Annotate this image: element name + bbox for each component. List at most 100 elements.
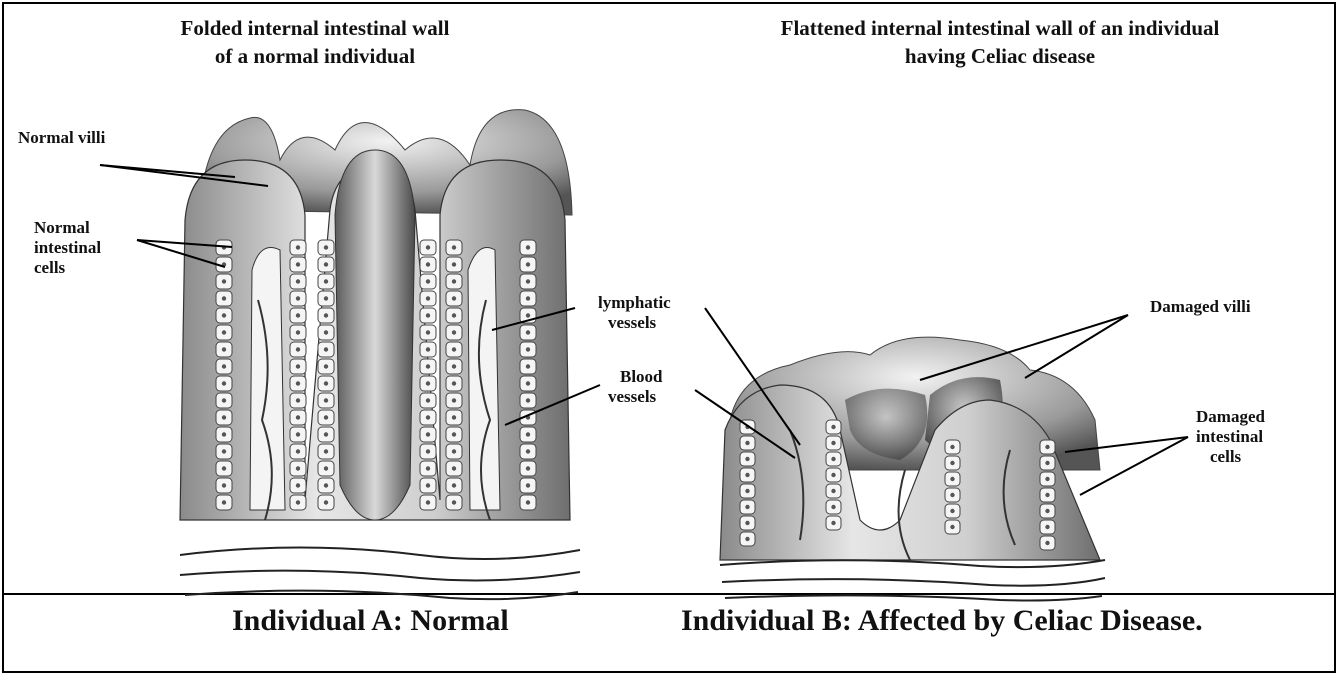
cell-nucleus (222, 398, 226, 402)
cell-nucleus (324, 347, 328, 351)
label-normal-cells-line3: cells (34, 258, 101, 278)
cell-nucleus (426, 347, 430, 351)
label-lymphatic-line2: vessels (598, 313, 671, 333)
cell-nucleus (426, 466, 430, 470)
cell-nucleus (324, 262, 328, 266)
cell-nucleus (831, 473, 835, 477)
cell-nucleus (324, 398, 328, 402)
right-crypt (468, 248, 500, 511)
cell-nucleus (222, 483, 226, 487)
cell-nucleus (296, 466, 300, 470)
cell-nucleus (426, 415, 430, 419)
cell-nucleus (426, 398, 430, 402)
cell-nucleus (745, 441, 749, 445)
cell-nucleus (324, 500, 328, 504)
label-blood-vessels: Blood vessels (608, 367, 663, 407)
cell-nucleus (526, 398, 530, 402)
cell-nucleus (745, 457, 749, 461)
cell-nucleus (296, 296, 300, 300)
cell-nucleus (452, 381, 456, 385)
cell-nucleus (1045, 525, 1049, 529)
cell-nucleus (426, 381, 430, 385)
cell-nucleus (324, 381, 328, 385)
cell-nucleus (452, 483, 456, 487)
cell-nucleus (1045, 477, 1049, 481)
label-damaged-intestinal-cells: Damaged intestinal cells (1196, 407, 1265, 467)
label-damaged-cells-line1: Damaged (1196, 407, 1265, 427)
cell-nucleus (324, 330, 328, 334)
cell-nucleus (222, 466, 226, 470)
cell-nucleus (296, 262, 300, 266)
cell-nucleus (950, 509, 954, 513)
cell-nucleus (950, 445, 954, 449)
cell-nucleus (745, 489, 749, 493)
cell-nucleus (452, 330, 456, 334)
cell-nucleus (296, 347, 300, 351)
cell-nucleus (426, 432, 430, 436)
cell-nucleus (426, 279, 430, 283)
cell-nucleus (452, 500, 456, 504)
damaged-submucosa-vessels (720, 560, 1105, 601)
cell-nucleus (452, 245, 456, 249)
cell-nucleus (526, 347, 530, 351)
label-blood-line2: vessels (608, 387, 663, 407)
cell-nucleus (222, 432, 226, 436)
cell-nucleus (950, 461, 954, 465)
cell-nucleus (296, 415, 300, 419)
caption-individual-b: Individual B: Affected by Celiac Disease… (681, 603, 1203, 639)
submucosa-vessels (180, 548, 580, 600)
cell-nucleus (745, 521, 749, 525)
cell-nucleus (426, 483, 430, 487)
cell-nucleus (950, 525, 954, 529)
leader-damaged-villi-2 (1025, 315, 1128, 378)
cell-nucleus (296, 398, 300, 402)
cell-nucleus (452, 313, 456, 317)
cell-nucleus (1045, 493, 1049, 497)
label-lymphatic-vessels: lymphatic vessels (598, 293, 671, 333)
cell-nucleus (452, 415, 456, 419)
cell-nucleus (831, 489, 835, 493)
cell-nucleus (526, 262, 530, 266)
cell-nucleus (745, 505, 749, 509)
cell-nucleus (526, 432, 530, 436)
cell-nucleus (452, 449, 456, 453)
cell-nucleus (526, 313, 530, 317)
cell-nucleus (222, 449, 226, 453)
cell-nucleus (296, 432, 300, 436)
cell-nucleus (324, 364, 328, 368)
label-blood-line1: Blood (608, 367, 663, 387)
cell-nucleus (426, 262, 430, 266)
cell-nucleus (526, 245, 530, 249)
cell-nucleus (426, 449, 430, 453)
cell-nucleus (452, 432, 456, 436)
cell-nucleus (1045, 509, 1049, 513)
label-normal-villi: Normal villi (18, 128, 105, 148)
cell-nucleus (324, 245, 328, 249)
cell-nucleus (426, 330, 430, 334)
cell-nucleus (296, 483, 300, 487)
cell-nucleus (296, 364, 300, 368)
cell-nucleus (222, 381, 226, 385)
cell-nucleus (745, 537, 749, 541)
cell-nucleus (222, 500, 226, 504)
cell-nucleus (950, 493, 954, 497)
cell-nucleus (745, 473, 749, 477)
cell-nucleus (222, 313, 226, 317)
caption-individual-a: Individual A: Normal (232, 603, 509, 639)
cell-nucleus (526, 279, 530, 283)
cell-nucleus (452, 398, 456, 402)
cell-nucleus (526, 381, 530, 385)
cell-nucleus (1045, 445, 1049, 449)
cell-nucleus (526, 483, 530, 487)
cell-nucleus (526, 449, 530, 453)
cell-nucleus (526, 296, 530, 300)
cell-nucleus (452, 262, 456, 266)
cell-nucleus (526, 500, 530, 504)
label-damaged-cells-line2: intestinal (1196, 427, 1265, 447)
cell-nucleus (526, 466, 530, 470)
cell-nucleus (950, 477, 954, 481)
cell-nucleus (426, 500, 430, 504)
cell-nucleus (324, 466, 328, 470)
cell-nucleus (222, 347, 226, 351)
